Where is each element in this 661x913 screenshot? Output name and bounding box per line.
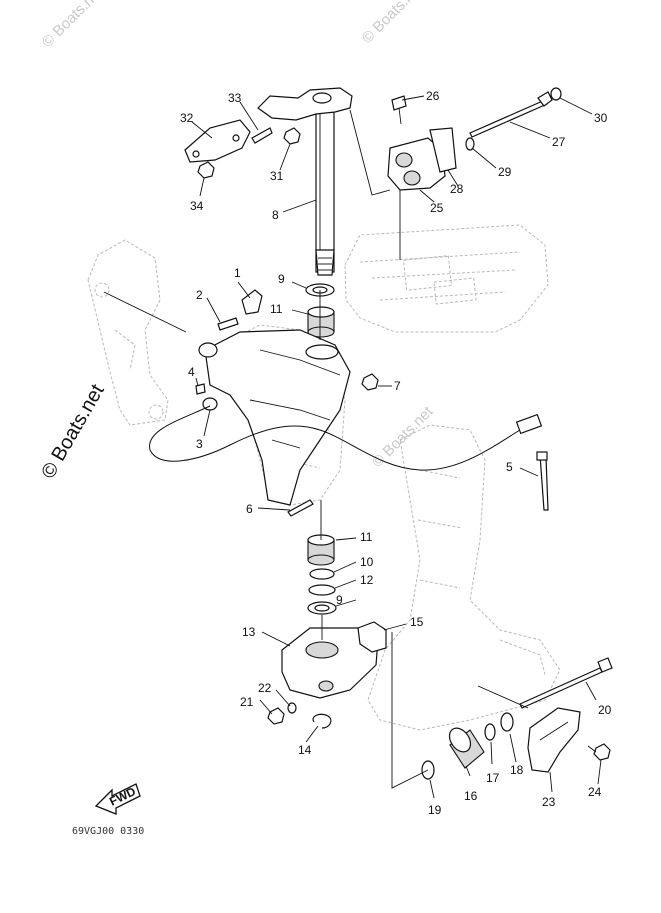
callout-24: 24 bbox=[588, 785, 602, 799]
callout-9-upper: 9 bbox=[278, 272, 285, 286]
part-23-mount-cover bbox=[527, 707, 581, 773]
part-30-nut bbox=[550, 87, 562, 101]
callout-34: 34 bbox=[190, 199, 204, 213]
callout-17: 17 bbox=[486, 771, 500, 785]
part-25-upper-mount bbox=[387, 137, 446, 191]
part-27-bolt bbox=[469, 91, 553, 138]
part-17-washer bbox=[484, 723, 496, 741]
part-13-lower-mount-bracket bbox=[281, 627, 379, 699]
part-16-rubber-mount bbox=[448, 727, 485, 769]
callout-22: 22 bbox=[258, 681, 272, 695]
part-2-screw bbox=[217, 317, 239, 331]
callout-20: 20 bbox=[598, 703, 612, 717]
watermark-top-left: © Boats.net bbox=[39, 0, 107, 51]
part-5-cable-tie bbox=[536, 451, 549, 511]
callout-7: 7 bbox=[394, 379, 401, 393]
callout-25: 25 bbox=[430, 201, 444, 215]
part-4-screw bbox=[195, 383, 206, 395]
callout-10: 10 bbox=[360, 555, 374, 569]
part-18-washer bbox=[500, 712, 514, 732]
part-10-o-ring bbox=[309, 568, 335, 580]
svg-text:© Boats.net: © Boats.net bbox=[369, 403, 437, 471]
callout-1: 1 bbox=[234, 266, 241, 280]
callout-27: 27 bbox=[552, 135, 566, 149]
drawing-code: 69VGJ00 0330 bbox=[72, 826, 144, 837]
part-28-bracket bbox=[429, 127, 457, 173]
callout-31: 31 bbox=[270, 169, 284, 183]
callout-29: 29 bbox=[498, 165, 512, 179]
svg-text:© Boats.net: © Boats.net bbox=[37, 380, 109, 482]
callout-21: 21 bbox=[240, 695, 254, 709]
part-34-nut bbox=[197, 161, 215, 179]
watermark-center: © Boats.net bbox=[369, 403, 437, 471]
part-9-washer-lower bbox=[307, 601, 337, 615]
callout-6: 6 bbox=[246, 502, 253, 516]
callout-11-upper: 11 bbox=[270, 302, 283, 316]
part-1-clip bbox=[241, 289, 263, 315]
callout-15: 15 bbox=[410, 615, 424, 629]
fwd-arrow-icon: FWD bbox=[94, 783, 141, 815]
callout-2: 2 bbox=[196, 288, 203, 302]
callout-5: 5 bbox=[506, 460, 513, 474]
svg-text:© Boats.net: © Boats.net bbox=[359, 0, 427, 47]
part-33-bolt bbox=[251, 127, 273, 144]
swivel-bracket bbox=[198, 329, 351, 506]
swivel-bracket-ghost bbox=[229, 324, 346, 506]
part-26-bolt bbox=[391, 95, 407, 125]
callout-23: 23 bbox=[542, 795, 556, 809]
part-11-bushing-upper bbox=[307, 306, 335, 338]
callout-16: 16 bbox=[464, 789, 478, 803]
callout-32: 32 bbox=[180, 111, 194, 125]
steering-arm bbox=[257, 87, 353, 121]
callout-14: 14 bbox=[298, 743, 312, 757]
connector bbox=[515, 413, 543, 435]
clamp-bracket-ghost bbox=[87, 239, 169, 426]
part-7-nut bbox=[361, 373, 379, 391]
assembly-lines bbox=[103, 109, 529, 789]
callout-4: 4 bbox=[188, 365, 195, 379]
part-32-plate bbox=[184, 119, 251, 163]
part-24-bolt bbox=[587, 743, 611, 761]
callout-19: 19 bbox=[428, 803, 442, 817]
lead-wire bbox=[149, 405, 521, 471]
part-14-circlip bbox=[312, 713, 332, 729]
callout-30: 30 bbox=[594, 111, 608, 125]
callout-8: 8 bbox=[272, 208, 279, 222]
callout-11-lower: 11 bbox=[360, 530, 373, 544]
callout-18: 18 bbox=[510, 763, 524, 777]
part-8-steering-shaft bbox=[257, 87, 353, 276]
part-29-washer bbox=[465, 137, 475, 151]
part-21-nut bbox=[267, 707, 285, 725]
callout-3: 3 bbox=[196, 437, 203, 451]
callout-13: 13 bbox=[242, 625, 256, 639]
part-15-plate bbox=[357, 621, 387, 653]
watermark-top-right: © Boats.net bbox=[359, 0, 427, 47]
svg-text:© Boats.net: © Boats.net bbox=[39, 0, 107, 51]
bottom-cowling-ghost bbox=[344, 224, 549, 333]
callout-9-lower: 9 bbox=[336, 593, 343, 607]
watermark-left-vertical: © Boats.net bbox=[37, 380, 109, 482]
part-20-bolt bbox=[519, 657, 613, 709]
callout-labels: 1 2 3 4 5 6 7 8 9 9 10 11 11 12 13 14 15… bbox=[180, 89, 612, 817]
part-12-o-ring bbox=[308, 584, 336, 596]
callout-12: 12 bbox=[360, 573, 374, 587]
callout-33: 33 bbox=[228, 91, 242, 105]
callout-leaders bbox=[191, 95, 602, 799]
callout-28: 28 bbox=[450, 182, 464, 196]
part-6-screw bbox=[287, 499, 314, 517]
upper-casing-ghost bbox=[367, 424, 561, 731]
callout-26: 26 bbox=[426, 89, 440, 103]
part-31-nut bbox=[283, 127, 301, 145]
